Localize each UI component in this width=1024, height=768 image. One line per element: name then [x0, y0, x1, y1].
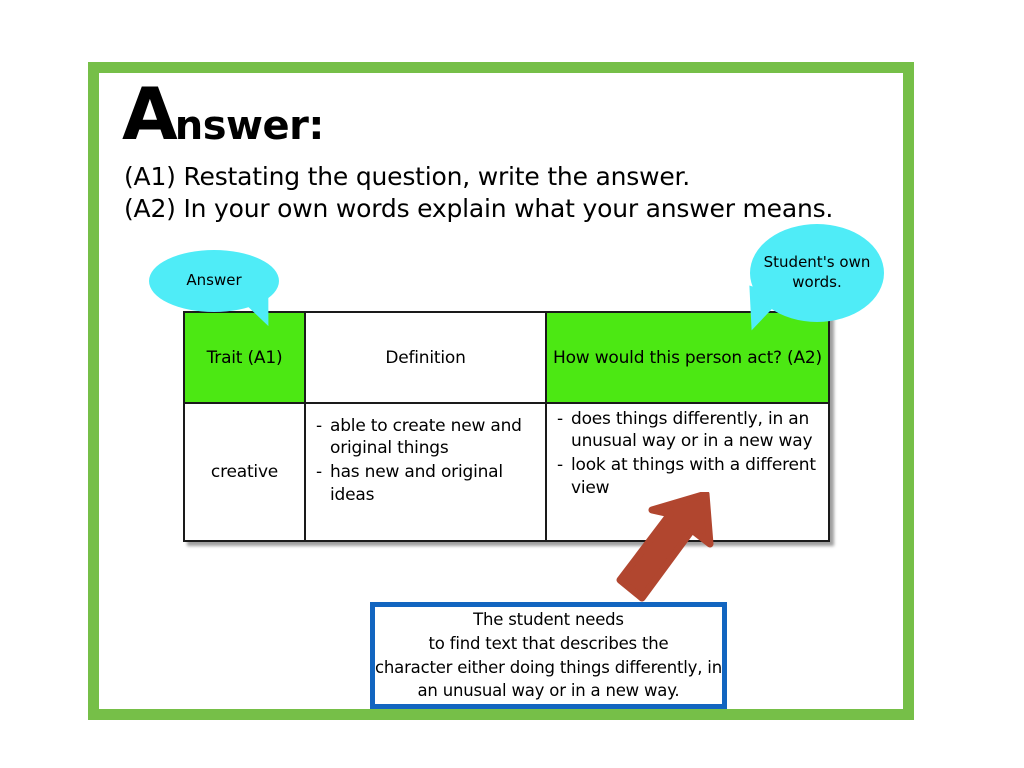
instruction-line-a2: (A2) In your own words explain what your…	[124, 194, 834, 223]
callout-line-2: to find text that describes the	[428, 633, 669, 653]
list-item: does things differently, in an unusual w…	[557, 408, 820, 453]
student-needs-callout-box: The student needs to find text that desc…	[370, 602, 727, 709]
cell-trait-value: creative	[183, 402, 306, 542]
callout-line-4: an unusual way or in a new way.	[417, 681, 680, 701]
definition-bullet-list: able to create new and original things h…	[306, 415, 545, 529]
table-row: creative able to create new and original…	[183, 402, 830, 542]
title-dropcap: A	[122, 72, 178, 156]
table-header-row: Trait (A1) Definition How would this per…	[183, 311, 830, 404]
answer-callout-bubble: Answer	[149, 250, 279, 312]
student-bubble-label: Student's own words.	[763, 253, 871, 291]
cell-definition-value: able to create new and original things h…	[304, 402, 547, 542]
list-item: has new and original ideas	[316, 461, 537, 506]
student-words-callout-bubble: Student's own words.	[750, 224, 884, 322]
cell-action-value: does things differently, in an unusual w…	[545, 402, 830, 542]
callout-line-1: The student needs	[473, 609, 624, 629]
list-item: look at things with a different view	[557, 454, 820, 499]
table-header-action: How would this person act? (A2)	[545, 311, 830, 404]
callout-line-3: character either doing things differentl…	[375, 657, 722, 677]
double-headed-arrow-icon	[616, 492, 714, 602]
trait-table: Trait (A1) Definition How would this per…	[183, 311, 830, 542]
list-item: able to create new and original things	[316, 415, 537, 460]
title-text: nswer:	[174, 103, 325, 149]
table-header-trait: Trait (A1)	[183, 311, 306, 404]
answer-bubble-label: Answer	[186, 271, 242, 290]
action-bullet-list: does things differently, in an unusual w…	[547, 408, 828, 536]
table-header-definition: Definition	[304, 311, 547, 404]
page-title: Answer:	[122, 78, 324, 150]
callout-text: The student needs to find text that desc…	[375, 608, 722, 704]
instruction-line-a1: (A1) Restating the question, write the a…	[124, 162, 691, 191]
